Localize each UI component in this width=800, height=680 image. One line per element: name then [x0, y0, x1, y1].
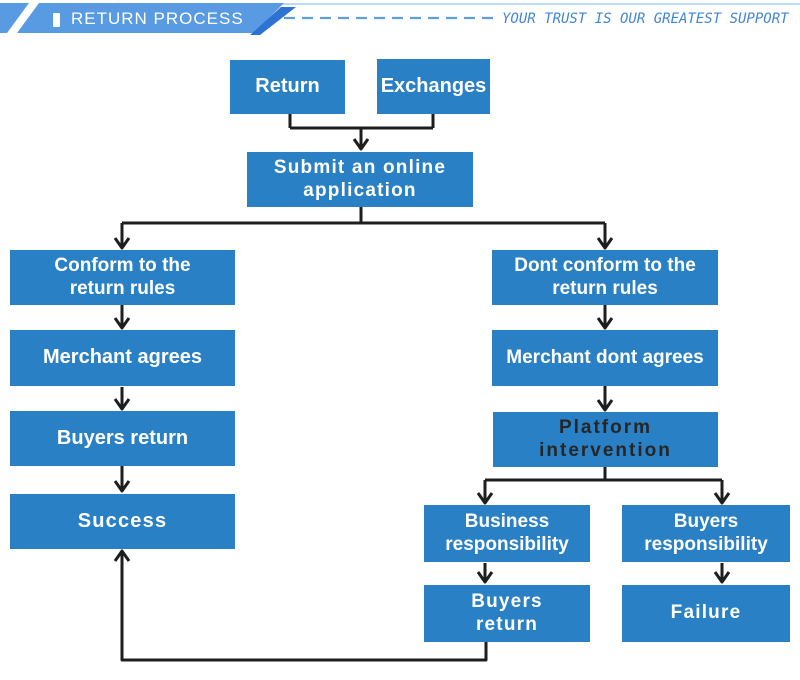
node-merchant-agrees: Merchant agrees: [10, 330, 235, 386]
title-marker-icon: [53, 13, 60, 27]
node-return: Return: [230, 60, 345, 114]
arrowhead-down: [113, 237, 131, 250]
arrowhead-down: [713, 571, 731, 584]
page-title: RETURN PROCESS: [71, 9, 244, 28]
arrowhead-down: [113, 317, 131, 330]
node-merchant-dont-agrees: Merchant dont agrees: [492, 330, 718, 386]
arrowhead-down: [596, 317, 614, 330]
node-platform-intervention: Platform intervention: [493, 412, 718, 467]
arrowhead-down: [596, 399, 614, 412]
arrowhead-down: [713, 492, 731, 505]
node-buyers-return: Buyers return: [10, 411, 235, 466]
arrowhead-down: [352, 138, 370, 151]
banner-shape: [0, 3, 284, 33]
node-buyers-return-2: Buyers return: [424, 585, 590, 642]
banner-slash-decoration: [7, 3, 39, 33]
node-submit-application: Submit an online application: [247, 152, 473, 207]
arrowhead-down: [596, 237, 614, 250]
arrowhead-up: [113, 549, 131, 562]
arrowhead-down: [476, 571, 494, 584]
node-buyers-responsibility: Buyers responsibility: [622, 505, 790, 562]
arrowhead-down: [113, 398, 131, 411]
node-failure: Failure: [622, 585, 790, 642]
arrowhead-down: [476, 492, 494, 505]
arrowhead-down: [113, 480, 131, 493]
banner-accent-wedge: [250, 7, 296, 35]
node-dont-conform-rules: Dont conform to the return rules: [492, 250, 718, 305]
node-exchanges: Exchanges: [377, 59, 490, 114]
header-banner: [0, 3, 800, 35]
node-success: Success: [10, 494, 235, 549]
node-conform-rules: Conform to the return rules: [10, 250, 235, 305]
node-business-responsibility: Business responsibility: [424, 505, 590, 562]
header-tagline: YOUR TRUST IS OUR GREATEST SUPPORT: [502, 11, 789, 27]
